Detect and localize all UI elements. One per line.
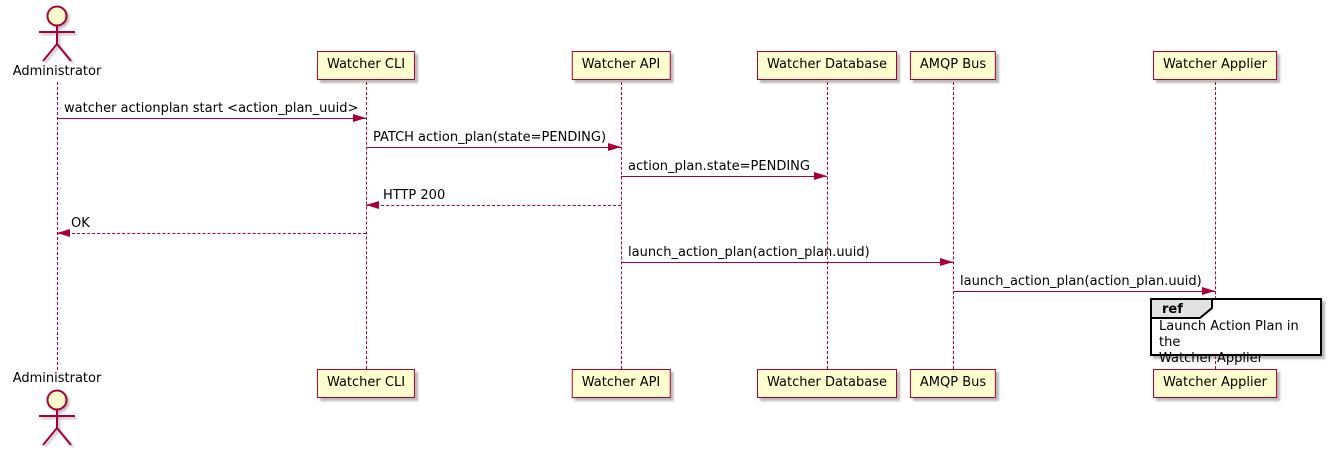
message-line [621,262,953,263]
lifeline-watcher-applier [1214,82,1216,369]
message-line [366,147,621,148]
participant-amqp-bus-bottom: AMQP Bus [909,369,997,398]
message-line [57,118,366,119]
arrow-head-icon [940,258,953,266]
arrow-head-icon [57,229,70,237]
arrow-head-icon [366,201,379,209]
ref-fragment: ref Launch Action Plan in the Watcher Ap… [1150,298,1322,366]
lifeline-watcher-database [826,82,828,369]
lifeline-amqp-bus [952,82,954,369]
actor-icon [39,5,75,62]
message-label: launch_action_plan(action_plan.uuid) [960,274,1202,289]
participant-watcher-cli-bottom: Watcher CLI [316,369,416,398]
lifeline-watcher-cli [365,82,367,369]
lifeline-watcher-api [620,82,622,369]
ref-tab: ref [1150,298,1213,319]
participant-watcher-api-top: Watcher API [571,51,671,80]
message-label: watcher actionplan start <action_plan_uu… [64,101,359,116]
lifeline-administrator [56,82,58,370]
message-label: HTTP 200 [383,188,446,203]
arrow-head-icon [814,172,827,180]
participant-watcher-cli-top: Watcher CLI [316,51,416,80]
participant-watcher-database-top: Watcher Database [757,51,897,80]
actor-label-top: Administrator [12,64,102,79]
message-label: PATCH action_plan(state=PENDING) [373,130,607,145]
participant-watcher-applier-top: Watcher Applier [1153,51,1277,80]
arrow-head-icon [353,114,366,122]
message-line [366,205,621,206]
actor-icon [39,389,75,446]
ref-text: Launch Action Plan in the Watcher Applie… [1159,319,1299,366]
participant-watcher-database-bottom: Watcher Database [757,369,897,398]
participant-watcher-applier-bottom: Watcher Applier [1153,369,1277,398]
message-line [953,291,1215,292]
message-label: OK [71,216,90,231]
actor-label-bottom: Administrator [12,371,102,386]
message-label: launch_action_plan(action_plan.uuid) [628,245,870,260]
participant-watcher-api-bottom: Watcher API [571,369,671,398]
arrow-head-icon [1202,287,1215,295]
ref-tab-label: ref [1162,302,1183,317]
participant-amqp-bus-top: AMQP Bus [909,51,997,80]
message-label: action_plan.state=PENDING [628,159,810,174]
arrow-head-icon [608,143,621,151]
message-line [621,176,827,177]
message-line [57,233,366,234]
